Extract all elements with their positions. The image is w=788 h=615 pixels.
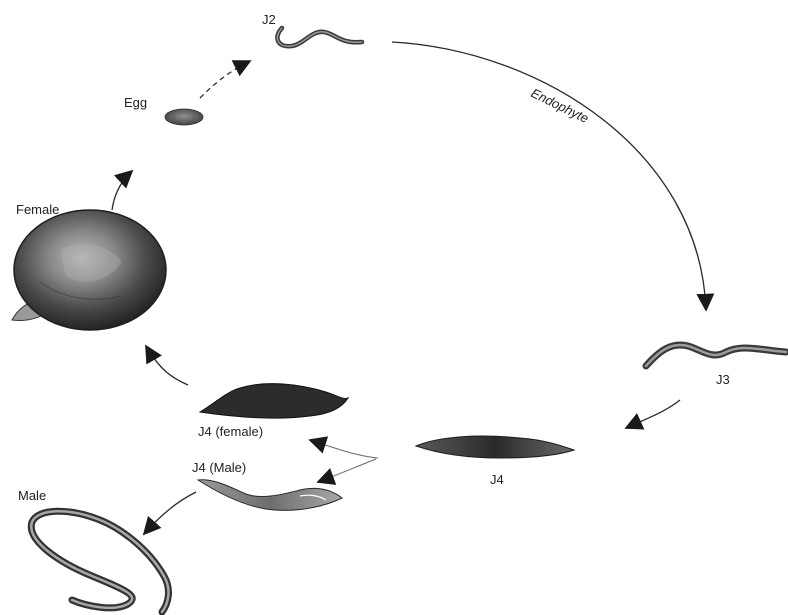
label-j4-female: J4 (female) bbox=[198, 424, 263, 439]
arrow-egg-to-j2 bbox=[200, 61, 250, 98]
arrow-j4-male-to-male bbox=[144, 492, 196, 534]
label-j4-male: J4 (Male) bbox=[192, 460, 246, 475]
j2-worm bbox=[277, 28, 362, 46]
j4-female-illustration bbox=[200, 384, 348, 418]
arrow-j4-to-j4-female bbox=[310, 440, 378, 458]
label-egg: Egg bbox=[124, 95, 147, 110]
arrow-j3-to-j4 bbox=[626, 400, 680, 428]
arrow-j2-to-j3 bbox=[392, 42, 706, 310]
label-male: Male bbox=[18, 488, 46, 503]
label-j4: J4 bbox=[490, 472, 504, 487]
female-illustration bbox=[12, 210, 166, 330]
egg-illustration bbox=[165, 109, 203, 125]
label-female: Female bbox=[16, 202, 59, 217]
j4-male-illustration bbox=[198, 480, 342, 511]
j4-illustration bbox=[416, 436, 574, 458]
label-j2: J2 bbox=[262, 12, 276, 27]
arrow-j4-female-to-female bbox=[146, 346, 188, 385]
label-j3: J3 bbox=[716, 372, 730, 387]
arrow-female-to-egg bbox=[112, 171, 132, 210]
male-worm bbox=[31, 511, 168, 612]
j3-worm bbox=[646, 345, 786, 366]
arrow-j4-to-j4-male bbox=[318, 459, 376, 482]
